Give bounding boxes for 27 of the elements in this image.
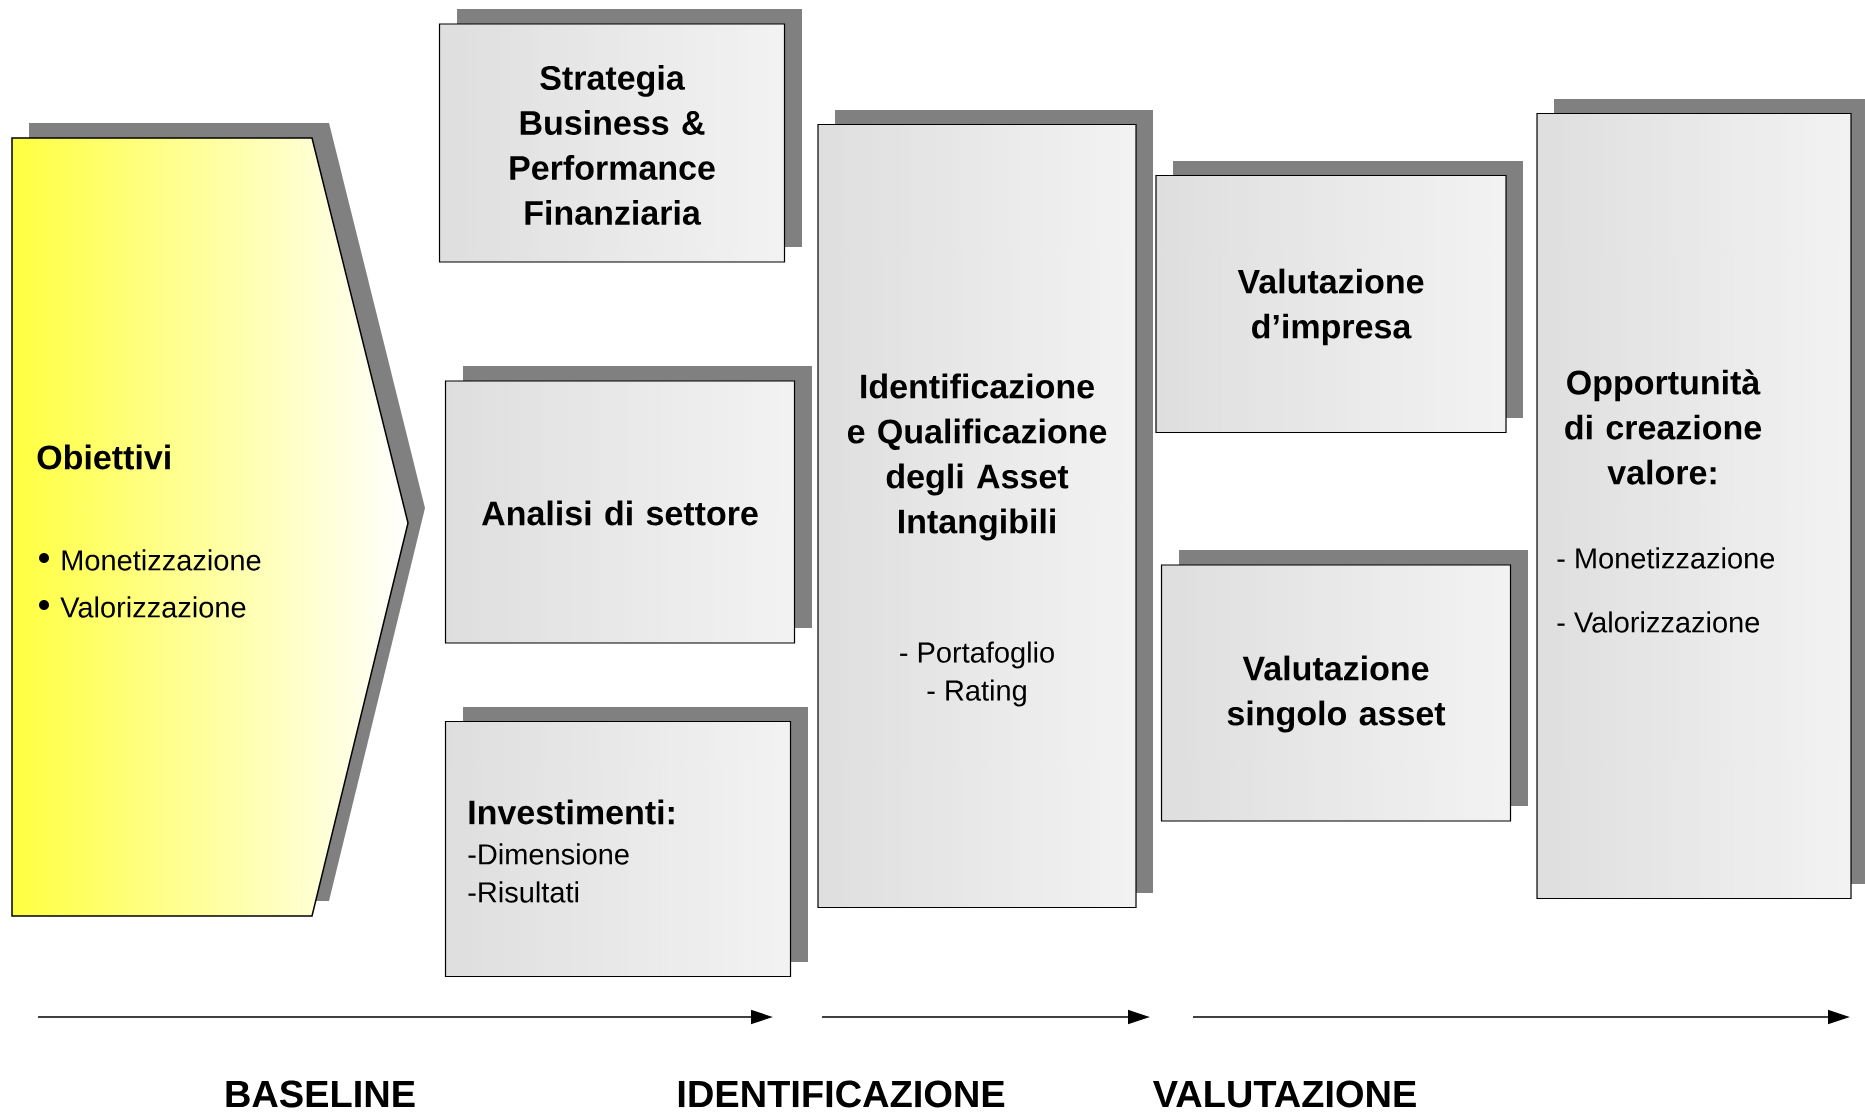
list-item: - Rating: [927, 679, 1026, 707]
process-box: [1160, 550, 1528, 822]
box-title: Opportunità di creazione valore:: [1565, 369, 1762, 485]
chevron-shape: [11, 123, 425, 917]
list-item: - Portafoglio: [900, 641, 1054, 669]
box-title: Strategia Business & Performance Finanziaria: [510, 65, 715, 225]
box-title: Identificazione e Qualificazione degli Asset Intangibili: [848, 373, 1107, 541]
phase-label: IDENTIFICAZIONE: [678, 1080, 1005, 1108]
box-title: Valutazione singolo asset: [1227, 655, 1446, 733]
process-box: [1536, 99, 1865, 900]
process-box: [1155, 161, 1523, 434]
list-item: - Valorizzazione: [1557, 611, 1760, 633]
bullet-item: Valorizzazione: [60, 596, 246, 618]
box-title: Investimenti:: [469, 799, 674, 825]
process-box: [438, 9, 802, 263]
process-box: [817, 110, 1153, 909]
list-item: - Monetizzazione: [1557, 547, 1775, 569]
bullet-item: Monetizzazione: [62, 549, 261, 571]
process-box: [444, 707, 808, 978]
phase-label: BASELINE: [226, 1080, 415, 1108]
phase-label: VALUTAZIONE: [1153, 1080, 1416, 1108]
list-item: -Dimensione: [468, 843, 629, 865]
box-title: Analisi di settore: [482, 500, 758, 526]
box-title: Valutazione d’impresa: [1237, 268, 1424, 346]
list-item: -Risultati: [468, 881, 579, 903]
heading: Obiettivi: [37, 444, 170, 470]
process-box: [444, 366, 812, 644]
